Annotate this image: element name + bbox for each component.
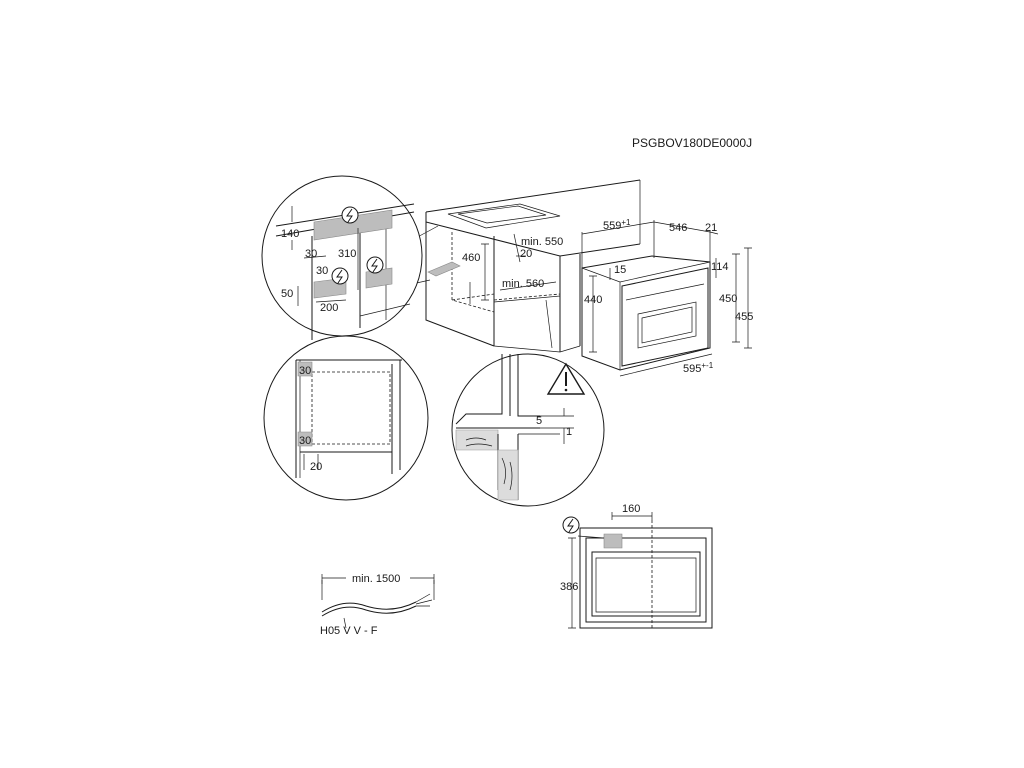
callout-frame-spacing: [263, 335, 429, 501]
dim-559-value: 559: [603, 220, 621, 232]
dim-546: 546: [669, 222, 687, 234]
dim-160: 160: [622, 503, 640, 515]
dim-min-560: min. 560: [502, 278, 544, 290]
dim-50: 50: [281, 288, 293, 300]
dim-30-mid: 30: [316, 265, 328, 277]
dim-386: 386: [560, 581, 578, 593]
dim-440: 440: [584, 294, 602, 306]
electric-hazard-icon: [331, 267, 349, 285]
dim-460: 460: [462, 252, 480, 264]
dim-455: 455: [735, 311, 753, 323]
cabinet-perspective: [411, 179, 641, 353]
dim-559: 559+1: [603, 218, 631, 232]
dim-559-tolerance: +1: [621, 218, 631, 227]
dim-450: 450: [719, 293, 737, 305]
power-cable: [321, 574, 435, 629]
oven-front-socket: [577, 520, 713, 629]
callout-gap-detail: [451, 353, 605, 507]
dim-21: 21: [705, 222, 717, 234]
dim-5: 5: [536, 415, 542, 427]
dim-595-value: 595: [683, 363, 701, 375]
dim-595: 595+-1: [683, 361, 714, 375]
dim-min-1500: min. 1500: [352, 573, 400, 585]
dim-15: 15: [614, 264, 626, 276]
dim-30-lower: 30: [299, 435, 311, 447]
product-code: PSGBOV180DE0000J: [632, 136, 752, 150]
warning-icon: [546, 362, 586, 395]
dim-min-550: min. 550: [521, 236, 563, 248]
dim-310: 310: [338, 248, 356, 260]
dim-140: 140: [281, 228, 299, 240]
electric-hazard-icon: [366, 256, 384, 274]
cable-type: H05 V V - F: [320, 625, 378, 637]
dim-1: 1: [566, 426, 572, 438]
dim-114: 114: [711, 261, 729, 273]
dim-30-upper: 30: [299, 365, 311, 377]
dim-595-tolerance: +-1: [701, 361, 713, 370]
oven-dimensioned: [581, 255, 711, 371]
dim-20-top: 20: [520, 248, 532, 260]
dim-200: 200: [320, 302, 338, 314]
dim-30-top: 30: [305, 248, 317, 260]
electric-hazard-icon: [562, 516, 580, 534]
electric-hazard-icon: [341, 206, 359, 224]
callout-socket-detail: [261, 175, 423, 340]
dim-20-bottom: 20: [310, 461, 322, 473]
